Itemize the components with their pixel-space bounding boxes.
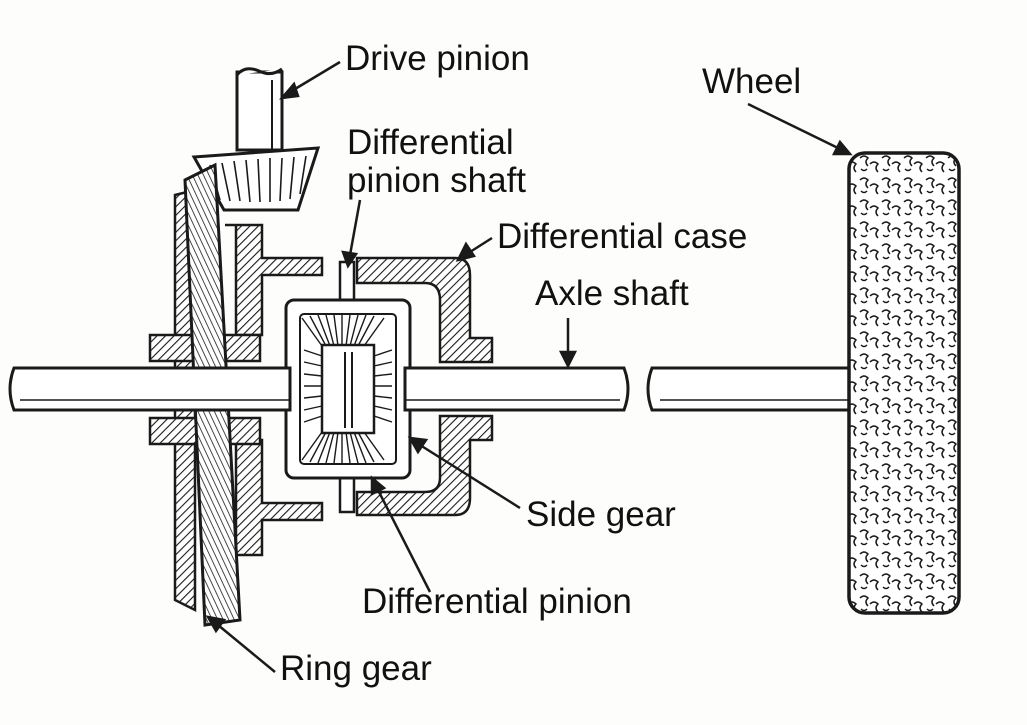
- drive-pinion-shaft: [235, 67, 284, 152]
- differential-pinion-shaft-label-line1: Differential: [347, 123, 514, 162]
- wheel-shape: [847, 151, 961, 615]
- differential-pinion-shaft-label-line2: pinion shaft: [347, 160, 527, 200]
- ring-gear-label: Ring gear: [280, 649, 432, 688]
- differential-case-label: Differential case: [497, 217, 748, 256]
- side-gear-label: Side gear: [526, 495, 676, 534]
- differential-pinion-shaft-label: Differential pinion shaft: [347, 124, 526, 200]
- gear-cluster: [284, 298, 412, 480]
- differential-pinion-label: Differential pinion: [362, 582, 632, 621]
- axle-shaft-right: [403, 366, 854, 412]
- wheel-label: Wheel: [702, 62, 802, 101]
- axle-shaft-left: [8, 366, 292, 412]
- drive-pinion-label: Drive pinion: [345, 39, 530, 78]
- leader-lines: [205, 60, 853, 673]
- axle-shaft-label: Axle shaft: [535, 274, 689, 313]
